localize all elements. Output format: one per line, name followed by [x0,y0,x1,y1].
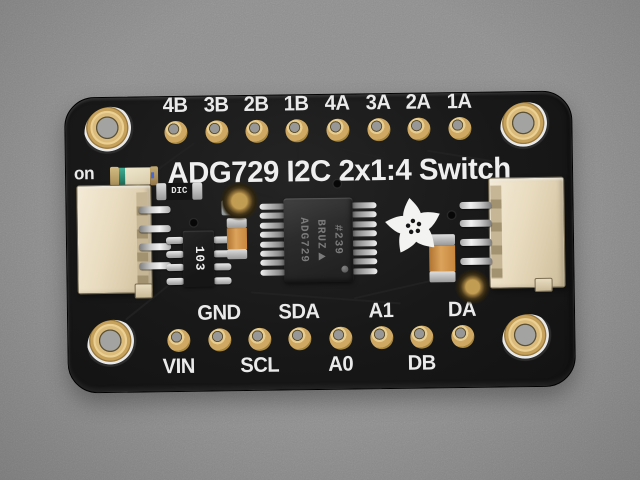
pin-2b [244,119,269,143]
test-point [446,210,457,221]
pin-label-db: DB [407,351,436,375]
pin-label-1a: 1A [446,89,472,114]
chip-lead [260,259,287,267]
chip-lead [259,231,286,239]
resistor-network-lead [213,277,232,285]
pin-label-a1: A1 [368,298,394,323]
pin-label-scl: SCL [240,353,280,378]
adafruit-flower-logo-icon [385,197,440,253]
connector-tab [134,283,153,299]
connector-pin [459,238,493,247]
resistor-network-lead [166,277,185,286]
chip-lead [260,250,287,257]
chip-lead [259,212,286,220]
pin-label-a0: A0 [328,352,354,376]
pin-scl [247,327,272,351]
chip-lead [351,267,378,275]
capacitor-terminal [429,271,456,283]
connector-pin [460,257,493,266]
chip-lead [350,230,377,237]
chip-pin1-dot [341,265,349,273]
pin-vin [166,328,191,352]
pin-a1 [369,325,394,349]
pin-a0 [328,326,353,350]
pin-4b [163,120,188,144]
test-point [188,217,199,228]
pin-2a [406,116,431,141]
chip-marking-line: BRUZ [311,201,329,278]
smd-end-cap [192,182,203,200]
pin-da [450,324,474,348]
analog-devices-logo-icon [318,252,326,261]
connector-pin [138,206,171,214]
chip-lead [260,241,287,248]
pin-1b [284,118,309,142]
chip-lead [350,202,377,209]
smd-end-cap [156,183,167,201]
resistor-network-marking: 103 [192,245,207,272]
chip-lead [260,269,287,276]
led-body [124,167,151,185]
connector-pin [459,219,492,228]
chip-lead [259,222,286,229]
chip-lead [350,220,377,228]
capacitor-dielectric [226,228,248,250]
led-blue-glint [151,172,155,179]
connector-pin [139,243,172,251]
connector-slot [490,185,503,279]
chip-marking-text: #239 BRUZ ADG729 [291,201,346,279]
pin-label-gnd: GND [197,301,241,325]
chip-lead [259,203,286,210]
led-pad-left [109,166,120,186]
resistor-network-lead [166,250,185,259]
power-led [109,166,159,186]
connector-tab [534,277,553,292]
pin-label-sda: SDA [278,300,320,324]
pin-db [409,324,434,349]
pin-label-vin: VIN [162,354,195,379]
chip-lead [350,239,378,247]
chip-lead [350,211,377,218]
capacitor [226,218,248,260]
pin-gnd [207,327,232,352]
pin-sda [287,326,312,350]
smd-marking-text: DIC [171,185,188,197]
chip-marking-line: ADG729 [297,217,310,264]
capacitor-terminal [227,249,248,260]
smd-component-dic: DIC [156,182,203,201]
resistor-network-lead [166,263,185,272]
test-point [332,178,343,189]
pin-3b [204,119,229,144]
connector-pin [138,225,171,233]
resistor-network-lead [165,236,185,245]
chip-lead [351,249,378,256]
resistor-network-lead [213,263,232,271]
connector-pin [459,201,492,210]
pin-3a [366,117,391,141]
pin-1a [447,116,472,140]
chip-lead [351,258,378,265]
pin-4a [325,118,350,142]
